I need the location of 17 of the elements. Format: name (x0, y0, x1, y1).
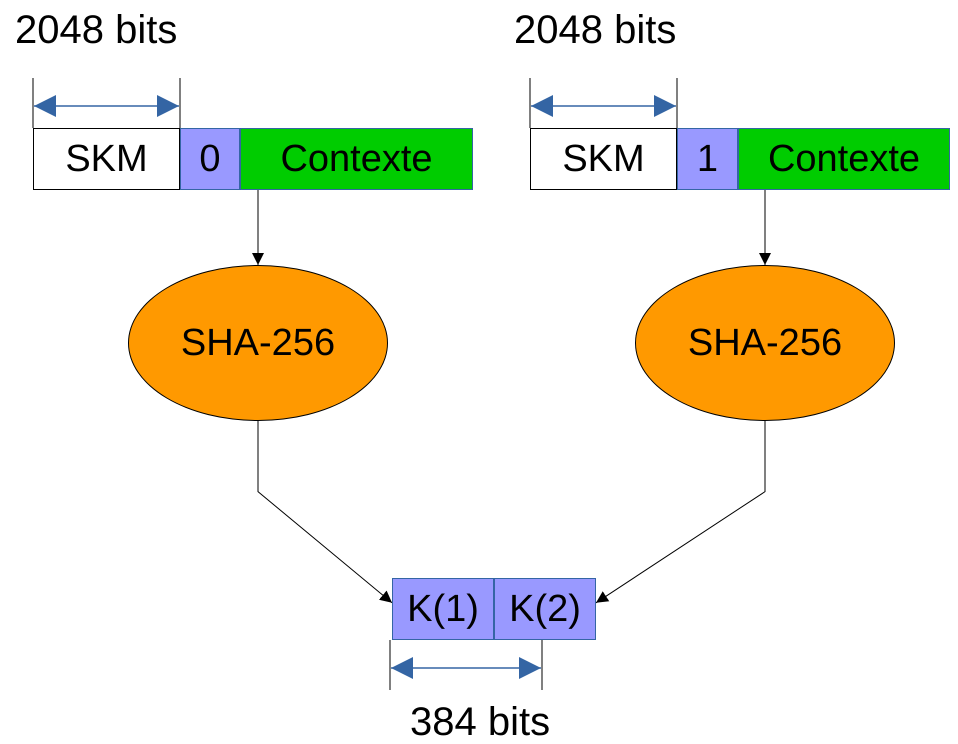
dimension-label: 384 bits (410, 700, 550, 744)
field-cell: Contexte (240, 128, 473, 190)
arrow (759, 190, 771, 266)
process-ellipse: SHA-256 (128, 265, 388, 421)
field-cell: K(2) (494, 578, 596, 640)
field-cell: SKM (530, 128, 677, 190)
field-cell: Contexte (738, 128, 950, 190)
field-cell: 1 (677, 128, 738, 190)
arrow (258, 420, 392, 604)
arrow (252, 190, 264, 266)
arrow (596, 420, 766, 604)
dimension-label: 2048 bits (514, 8, 676, 52)
field-cell: K(1) (392, 578, 494, 640)
dimension-label: 2048 bits (15, 8, 178, 52)
field-cell: 0 (180, 128, 240, 190)
field-cell: SKM (33, 128, 180, 190)
process-ellipse: SHA-256 (635, 265, 895, 421)
